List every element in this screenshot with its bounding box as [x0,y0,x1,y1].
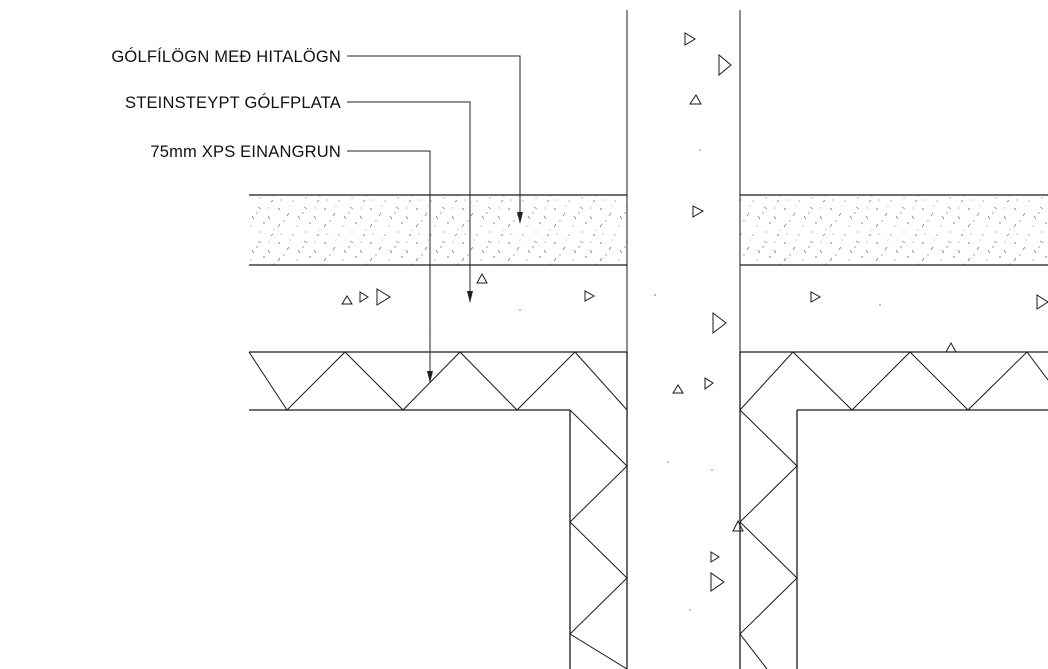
floor-heating-layer-right [739,194,1048,266]
label-floor-heating: GÓLFÍLÖGN MEÐ HITALÖGN [111,47,341,66]
concrete-slab-region [626,265,741,352]
xps-insulation-right [739,351,1048,669]
xps-insulation-left [248,351,628,669]
leader-floor-heating [347,55,523,224]
leader-concrete-slab [347,101,473,303]
label-xps-insulation: 75mm XPS EINANGRUN [150,143,341,161]
floor-heating-layer-left [249,194,628,266]
column-outline-top [626,10,741,195]
label-concrete-slab: STEINSTEYPT GÓLFPLATA [125,93,341,112]
leader-xps-insulation [347,150,433,383]
concrete-aggregate-symbols [341,32,1048,611]
